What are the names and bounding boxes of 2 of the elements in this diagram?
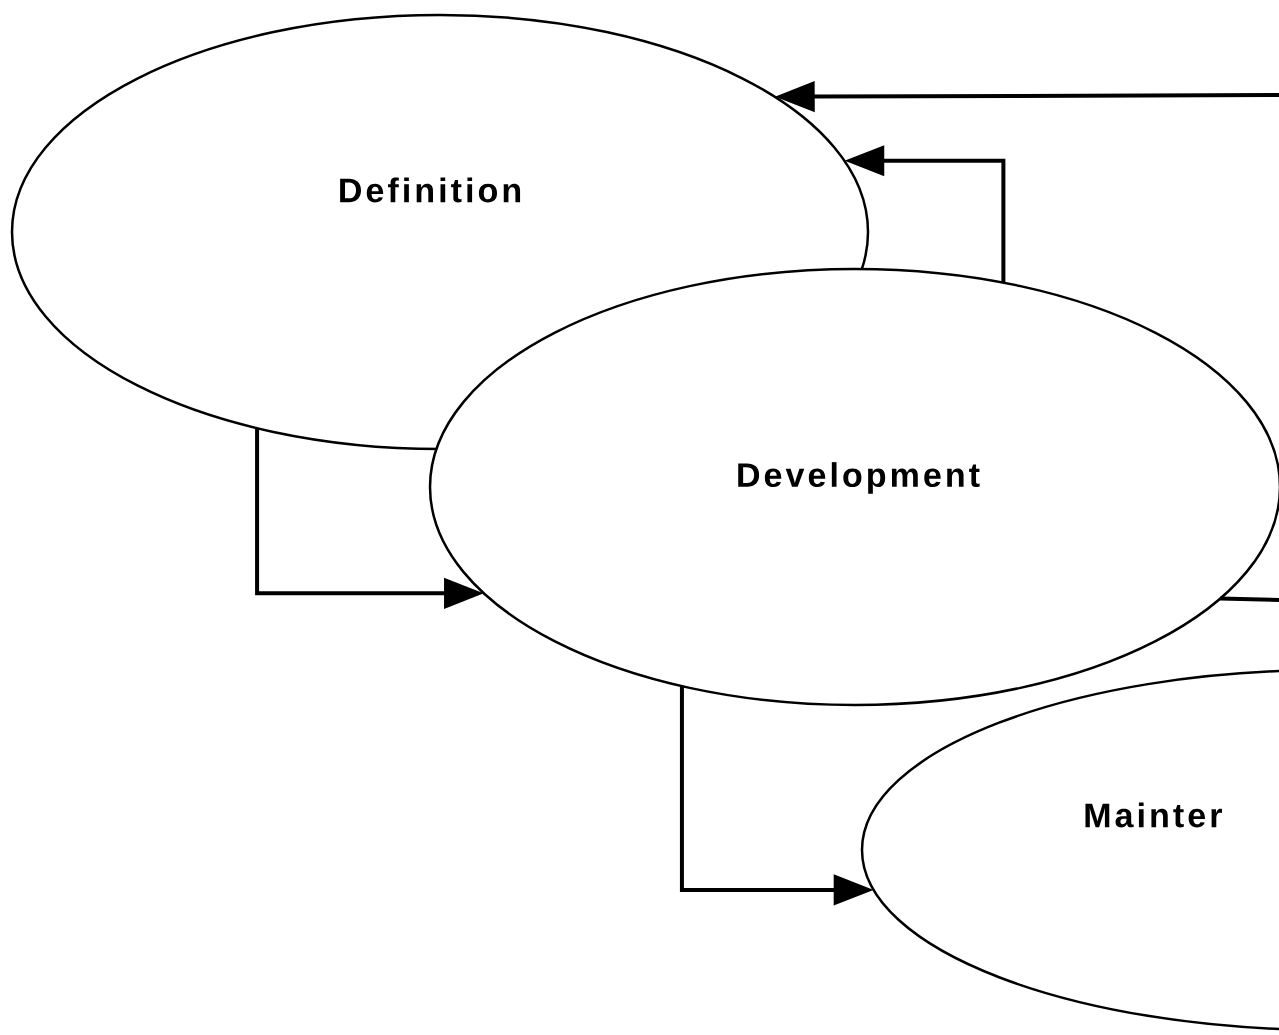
node-label: Development xyxy=(738,462,980,494)
ellipse-node: Development xyxy=(428,267,1279,707)
